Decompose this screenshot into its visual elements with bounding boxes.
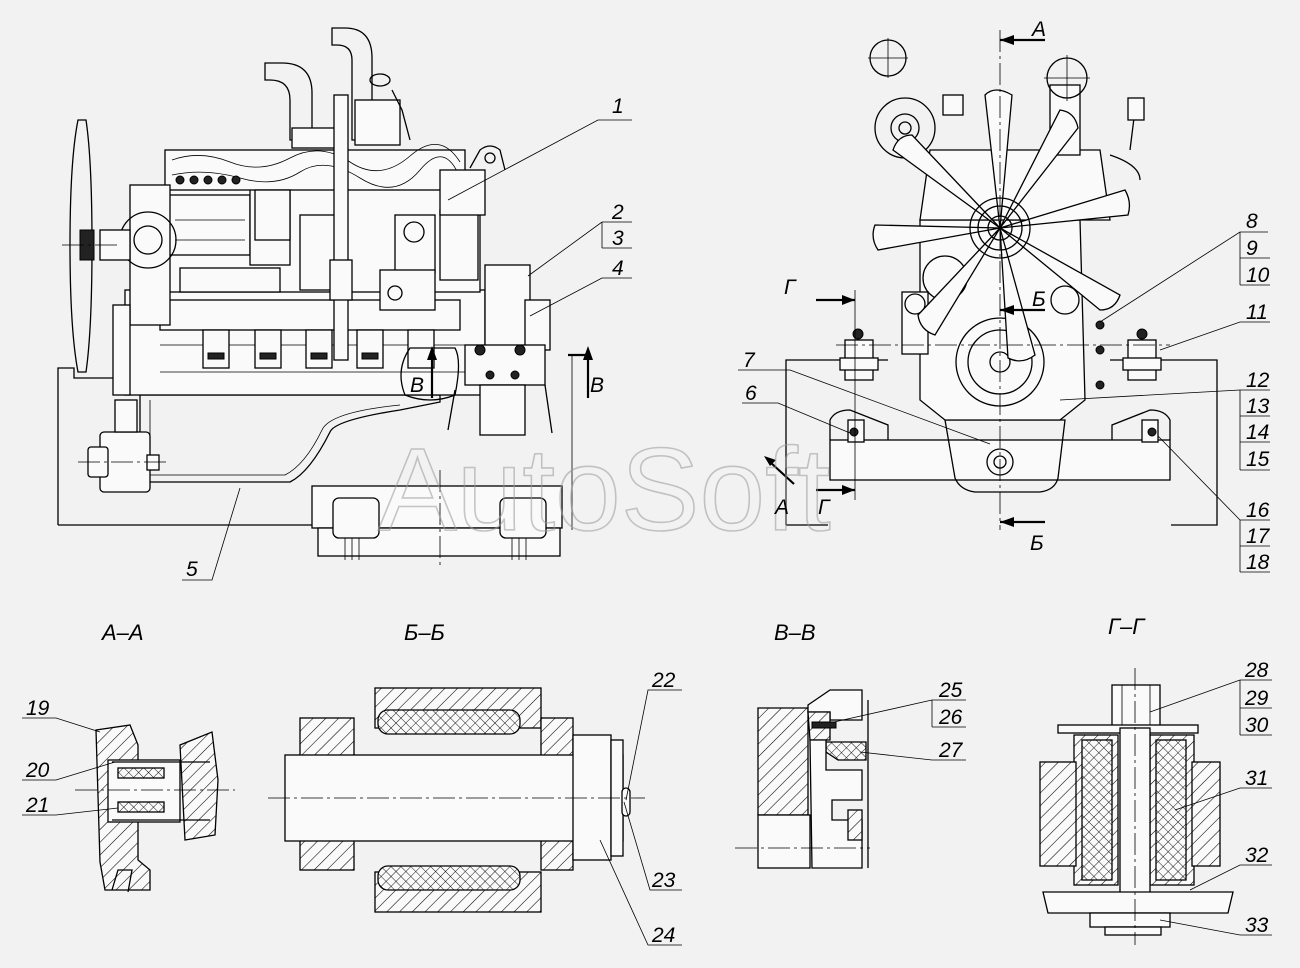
section-marker-v-left: В xyxy=(410,374,424,397)
section-b-b xyxy=(268,687,645,913)
section-marker-g-bottom: Г xyxy=(818,496,831,519)
callout-4: 4 xyxy=(612,257,624,280)
callout-25: 25 xyxy=(938,679,963,702)
section-marker-b-bottom: Б xyxy=(1030,532,1044,555)
section-marker-v-right: В xyxy=(590,374,604,397)
callout-12: 12 xyxy=(1246,369,1270,392)
fan xyxy=(872,89,1131,362)
callout-17: 17 xyxy=(1246,525,1271,548)
callout-28: 28 xyxy=(1244,659,1269,682)
callout-26: 26 xyxy=(938,706,963,729)
callout-19: 19 xyxy=(26,697,50,720)
callout-30: 30 xyxy=(1245,714,1269,737)
section-title-g-g: Г–Г xyxy=(1108,614,1146,639)
watermark: AutoSoft xyxy=(378,424,831,556)
callout-10: 10 xyxy=(1246,264,1270,287)
callout-16: 16 xyxy=(1246,499,1270,522)
callout-11: 11 xyxy=(1246,301,1268,324)
section-g-g xyxy=(1039,668,1234,945)
callout-21: 21 xyxy=(25,794,49,817)
callout-3: 3 xyxy=(612,227,624,250)
section-marker-a-top: А xyxy=(1030,18,1046,41)
callout-7: 7 xyxy=(743,349,756,372)
section-v-v xyxy=(735,689,870,869)
callout-14: 14 xyxy=(1246,421,1269,444)
callout-33: 33 xyxy=(1245,914,1269,937)
callout-2: 2 xyxy=(611,201,624,224)
callout-24: 24 xyxy=(651,924,675,947)
section-title-b-b: Б–Б xyxy=(404,620,445,645)
callout-22: 22 xyxy=(651,669,676,692)
callout-1: 1 xyxy=(612,95,624,118)
callout-numbers: 1 2 3 4 5 6 7 8 9 10 11 12 13 14 15 16 1… xyxy=(25,95,1271,947)
section-marker-a-side: А xyxy=(773,496,789,519)
leader-lines xyxy=(22,119,1272,946)
callout-8: 8 xyxy=(1246,210,1258,233)
callout-13: 13 xyxy=(1246,395,1270,418)
callout-5: 5 xyxy=(186,558,198,581)
callout-9: 9 xyxy=(1246,237,1258,260)
callout-23: 23 xyxy=(651,869,676,892)
callout-6: 6 xyxy=(745,382,757,405)
callout-15: 15 xyxy=(1246,448,1270,471)
section-title-v-v: В–В xyxy=(774,620,816,645)
callout-32: 32 xyxy=(1245,844,1269,867)
callout-20: 20 xyxy=(25,759,50,782)
section-marker-g-top: Г xyxy=(784,276,797,299)
section-title-a-a: А–А xyxy=(100,620,144,645)
engine-front-view xyxy=(764,30,1218,530)
callout-29: 29 xyxy=(1244,687,1269,710)
section-a-a xyxy=(75,724,235,893)
callout-18: 18 xyxy=(1246,551,1270,574)
callout-31: 31 xyxy=(1245,767,1268,790)
callout-27: 27 xyxy=(938,739,964,762)
section-marker-b-top: Б xyxy=(1032,288,1046,311)
